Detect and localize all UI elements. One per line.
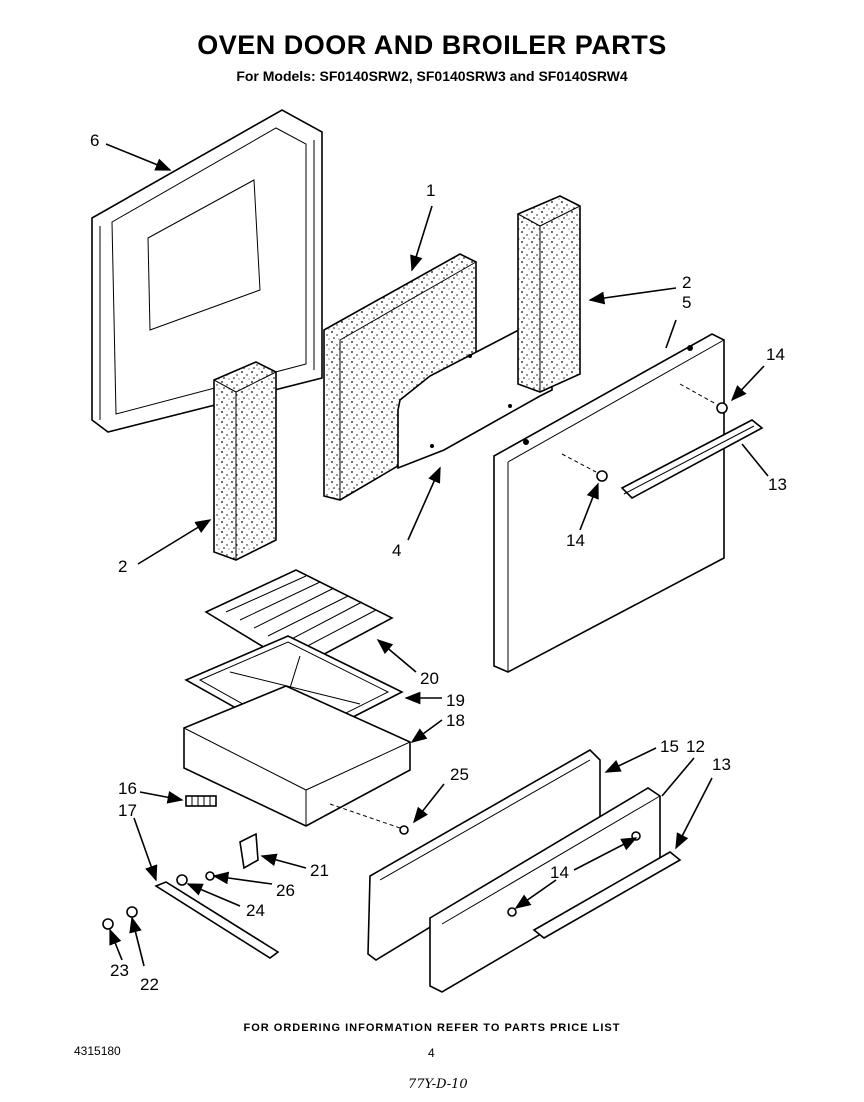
bracket — [239, 832, 259, 870]
callout-12: 12 — [686, 737, 705, 756]
outer-oven-door — [493, 333, 725, 673]
callout-25: 25 — [450, 765, 469, 784]
callout-14-lower: 14 — [550, 863, 569, 882]
ordering-note: FOR ORDERING INFORMATION REFER TO PARTS … — [243, 1022, 621, 1034]
callout-14-upper-right: 14 — [766, 345, 785, 364]
callout-21: 21 — [310, 861, 329, 880]
model-list: For Models: SF0140SRW2, SF0140SRW3 and S… — [236, 68, 628, 84]
callout-13-oven-handle: 13 — [768, 475, 787, 494]
callout-13-drawer-handle: 13 — [712, 755, 731, 774]
callout-4: 4 — [392, 541, 401, 560]
drawer-handle — [532, 851, 682, 939]
handle-spacers-lower — [507, 831, 641, 917]
callout-18: 18 — [446, 711, 465, 730]
spring — [185, 795, 217, 807]
insulation-column-right — [517, 195, 581, 393]
callout-26: 26 — [276, 881, 295, 900]
callout-24: 24 — [246, 901, 265, 920]
inner-door-panel — [91, 109, 323, 433]
broiler-drawer-tray — [183, 685, 411, 827]
callout-20: 20 — [420, 669, 439, 688]
screw-25 — [329, 803, 409, 835]
callout-22: 22 — [140, 975, 159, 994]
callout-23: 23 — [110, 961, 129, 980]
insulation-column-left — [213, 361, 277, 561]
callout-14-upper-left: 14 — [566, 531, 585, 550]
callout-2-left: 2 — [118, 557, 127, 576]
callout-15: 15 — [660, 737, 679, 756]
page-number: 4 — [428, 1046, 435, 1060]
oven-door-handle — [620, 419, 764, 499]
handle-spacers-upper — [561, 383, 728, 482]
slide-rod — [102, 871, 280, 959]
leader-lines — [105, 143, 769, 967]
callout-17: 17 — [118, 801, 137, 820]
page-title: OVEN DOOR AND BROILER PARTS — [197, 30, 667, 60]
document-number: 4315180 — [74, 1044, 121, 1058]
callout-6: 6 — [90, 131, 99, 150]
callout-5: 5 — [682, 293, 691, 312]
callout-1: 1 — [426, 181, 435, 200]
handwritten-code: 77Y-D-10 — [408, 1077, 468, 1092]
callout-2-right: 2 — [682, 273, 691, 292]
callout-16: 16 — [118, 779, 137, 798]
callout-19: 19 — [446, 691, 465, 710]
